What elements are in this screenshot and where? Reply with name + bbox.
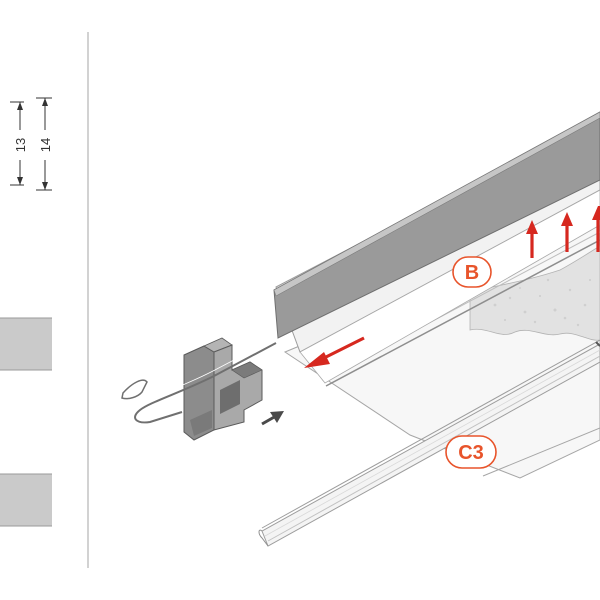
dimension-14: 14	[36, 97, 53, 191]
arrow-up-icon	[526, 220, 538, 258]
profile-inner-surface	[299, 189, 600, 384]
callout-c3: C3	[445, 435, 497, 469]
power-cable-end	[121, 379, 148, 400]
dimension-13: 13	[10, 101, 28, 186]
dimension-14-label: 14	[38, 138, 53, 152]
arrow-up-icon	[592, 206, 600, 252]
tape-texture	[493, 278, 592, 327]
end-cap	[183, 337, 263, 441]
base-sheet-edge	[482, 427, 600, 477]
led-rail-line-1	[325, 239, 600, 387]
profile-swatch-lower	[0, 473, 52, 527]
arrow-left-icon	[304, 336, 365, 368]
power-cable	[134, 342, 277, 424]
arrow-right-icon	[261, 411, 284, 426]
callout-b: B	[452, 256, 492, 288]
callout-b-label: B	[465, 262, 479, 284]
arrow-up-icon	[561, 212, 573, 252]
diffuser-cover-c3	[258, 339, 600, 547]
adhesive-tape	[469, 245, 600, 341]
power-cable-inner	[135, 338, 275, 407]
profile-swatch-upper	[0, 317, 52, 371]
profile-wall-top	[273, 111, 600, 297]
dimension-13-label: 13	[13, 138, 28, 152]
callout-c3-label: C3	[458, 442, 484, 464]
